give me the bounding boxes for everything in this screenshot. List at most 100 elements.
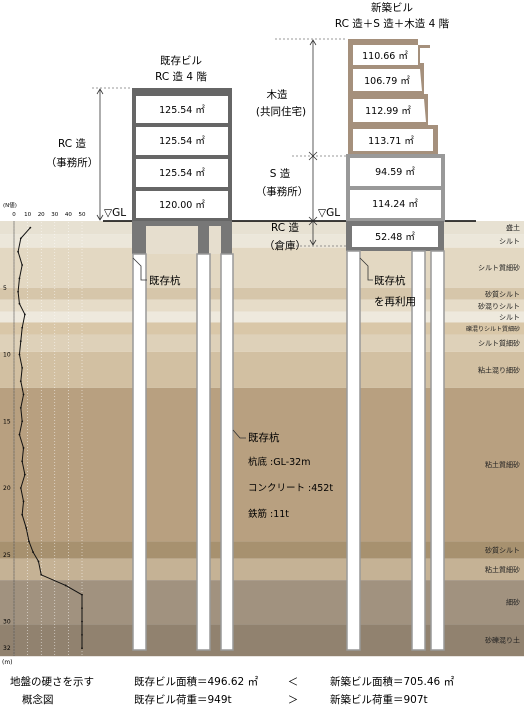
new-area-1f: 113.71 ㎡ [368, 136, 414, 147]
existing-area-2f: 125.54 ㎡ [159, 168, 205, 179]
pile-info-2: 杭底 :GL-32m [248, 456, 310, 468]
stratum-label: 粘土質細砂 [485, 460, 520, 469]
gl-right: ▽GL [318, 207, 340, 219]
existing-footing-void [146, 226, 198, 254]
stratum-label: 砂礫混り土 [485, 636, 520, 645]
stratum-band [0, 322, 524, 335]
stratum-band [0, 287, 524, 300]
new-area-basement: 52.48 ㎡ [375, 232, 415, 243]
depth-tick: 20 [3, 485, 11, 492]
nvalue-tick: 30 [51, 212, 58, 218]
nvalue-point [19, 340, 22, 343]
nvalue-point [17, 290, 19, 293]
new-basement [352, 226, 438, 247]
stratum-label: 盛土 [506, 223, 520, 232]
stratum-band [0, 624, 524, 657]
reuse-label-1: 既存杭 [374, 274, 406, 287]
stratum-band [0, 221, 524, 235]
new-floor-3w [353, 129, 433, 151]
nvalue-point [19, 237, 22, 240]
existing-area-total: 既存ビル面積＝496.62 ㎡ [134, 675, 259, 688]
new-area-2f: 112.99 ㎡ [365, 106, 411, 117]
existing-footing-void2 [209, 226, 221, 254]
dimension-lines [96, 39, 318, 246]
reuse-label-2: を再利用 [374, 296, 416, 308]
new-wood-frame [348, 39, 438, 156]
existing-area-3f: 125.54 ㎡ [159, 136, 205, 147]
rc-basement-label-1: RC 造 [271, 221, 299, 234]
pile-info-4: 鉄筋 :11t [248, 508, 289, 520]
nvalue-point [64, 584, 67, 587]
existing-area-1f: 120.00 ㎡ [159, 200, 205, 211]
nvalue-point [81, 647, 83, 650]
nvalue-point [28, 540, 30, 543]
nvalue-tick: 40 [65, 212, 72, 218]
footer: 地盤の硬さを示す 概念図 既存ビル面積＝496.62 ㎡ ＜ 新築ビル面積＝70… [10, 675, 455, 706]
stratum-label: 細砂 [506, 598, 520, 607]
nvalue-point [81, 620, 83, 623]
wood-label-2: (共同住宅) [256, 105, 306, 118]
new-title-1: 新築ビル [371, 1, 413, 14]
nvalue-point [40, 573, 43, 576]
pile-existing-2 [196, 253, 211, 651]
stratum-label: 砂質シルト [485, 546, 520, 555]
wood-label-1: 木造 [267, 88, 288, 101]
depth-tick: 32 [3, 645, 11, 652]
stratum-label: シルト質細砂 [478, 263, 520, 272]
nvalue-point [19, 487, 22, 489]
new-floor-labels: 110.66 ㎡ 106.79 ㎡ 112.99 ㎡ 113.71 ㎡ 94.5… [362, 51, 418, 243]
nvalue-point [29, 226, 32, 229]
nvalue-point [18, 353, 21, 356]
piles [132, 250, 445, 651]
nvalue-point [19, 407, 22, 409]
rc-office-label-2: （事務所） [46, 156, 99, 169]
new-floor-4w [353, 99, 426, 122]
nvalue-point [37, 560, 40, 563]
new-area-4f: 110.66 ㎡ [362, 51, 408, 62]
annotations: 既存ビル RC 造 4 階 新築ビル RC 造＋S 造＋木造 4 階 RC 造 … [46, 1, 450, 520]
nvalue-point [22, 500, 25, 503]
nvalue-tick: 10 [24, 212, 31, 218]
new-area-s2: 94.59 ㎡ [375, 167, 415, 178]
nvalue-point [22, 393, 25, 396]
nvalue-point [18, 433, 21, 436]
nvalue-point [17, 250, 19, 253]
stratum-label: シルト [499, 238, 520, 246]
existing-area-4f: 125.54 ㎡ [159, 105, 205, 116]
nvalue-tick: 50 [79, 212, 86, 218]
new-area-3f: 106.79 ㎡ [364, 76, 410, 87]
existing-load-total: 既存ビル荷重＝949t [134, 693, 232, 706]
existing-title-1: 既存ビル [160, 54, 202, 67]
nvalue-point [81, 607, 83, 610]
stratum-label: シルト [499, 314, 520, 322]
nvalue-point [21, 420, 24, 423]
nvalue-point [25, 527, 28, 529]
stratum-band [0, 299, 524, 312]
depth-tick: 5 [3, 285, 7, 292]
new-title-2: RC 造＋S 造＋木造 4 階 [335, 17, 450, 30]
stratum-band [0, 234, 524, 248]
existing-roof [132, 88, 232, 94]
stratum-label: シルト質細砂 [478, 339, 520, 348]
dimension-guides [92, 38, 346, 247]
nvalue-tick: 20 [38, 212, 45, 218]
stratum-label: 礫混りシルト質細砂 [466, 325, 520, 333]
stratum-band [0, 558, 524, 581]
nvalue-unit: (N値) [3, 201, 17, 209]
stratum-band [0, 247, 524, 288]
existing-building [132, 88, 232, 254]
stratum-label: 粘土混り細砂 [478, 365, 520, 374]
existing-floor-labels: 125.54 ㎡ 125.54 ㎡ 125.54 ㎡ 120.00 ㎡ [159, 105, 205, 211]
nvalue-point [22, 447, 25, 449]
existing-pile-label: 既存杭 [149, 274, 181, 287]
area-compare: ＜ [288, 676, 299, 688]
nvalue-tick: 0 [12, 212, 16, 218]
nvalue-point [18, 302, 21, 305]
new-area-total: 新築ビル面積＝705.46 ㎡ [330, 675, 455, 688]
new-floor-6 [353, 45, 418, 65]
stratum-band [0, 334, 524, 352]
nvalue-point [21, 264, 24, 266]
